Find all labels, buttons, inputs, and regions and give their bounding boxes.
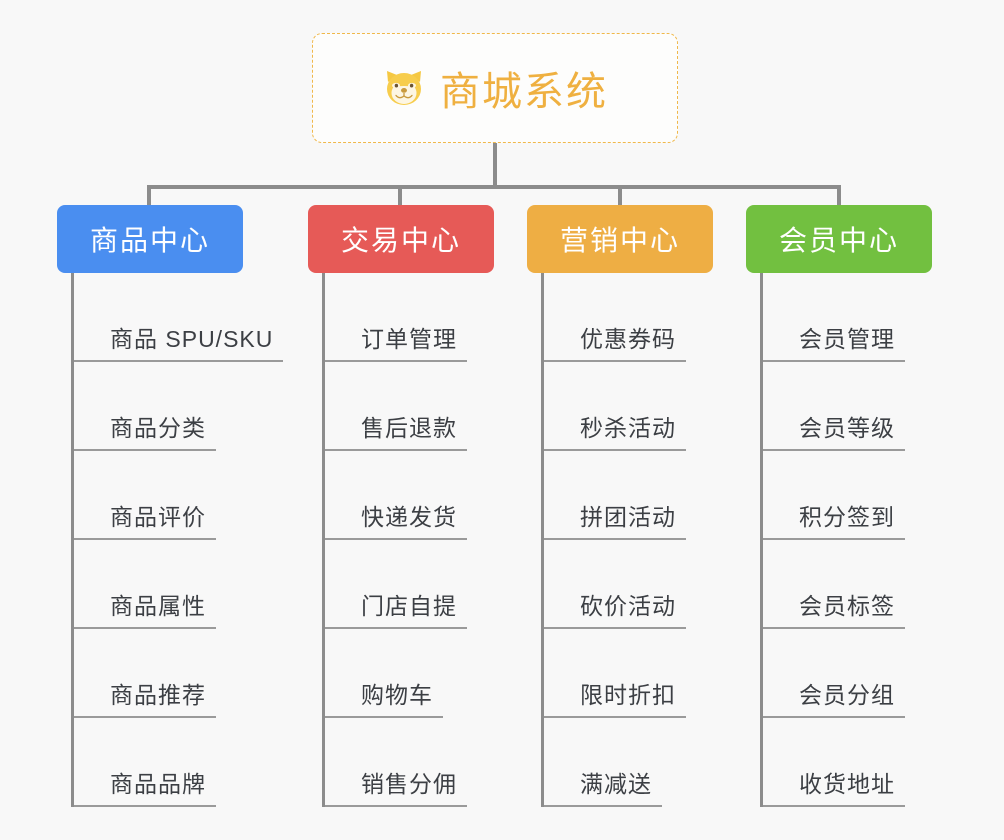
leaf-label: 优惠券码 — [544, 320, 686, 362]
leaf-label: 售后退款 — [325, 409, 467, 451]
list-item[interactable]: 会员标签 — [763, 540, 966, 629]
leaf-label: 商品推荐 — [74, 676, 216, 718]
leaf-label: 积分签到 — [763, 498, 905, 540]
leaf-label: 砍价活动 — [544, 587, 686, 629]
connector-drop-4 — [837, 185, 841, 207]
leaf-label: 快递发货 — [325, 498, 467, 540]
root-node[interactable]: 商城系统 — [312, 33, 678, 143]
list-item[interactable]: 会员管理 — [763, 273, 966, 362]
list-item[interactable]: 限时折扣 — [544, 629, 747, 718]
connector-drop-3 — [618, 185, 622, 207]
list-item[interactable]: 商品分类 — [74, 362, 307, 451]
list-item[interactable]: 售后退款 — [325, 362, 528, 451]
list-item[interactable]: 会员等级 — [763, 362, 966, 451]
leaf-label: 订单管理 — [325, 320, 467, 362]
leaf-label: 会员管理 — [763, 320, 905, 362]
branch-member-center: 会员中心 会员管理 会员等级 积分签到 会员标签 会员分组 收货地址 — [746, 205, 966, 807]
root-title: 商城系统 — [440, 70, 608, 114]
list-item[interactable]: 商品属性 — [74, 540, 307, 629]
leaf-label: 商品属性 — [74, 587, 216, 629]
list-item[interactable]: 销售分佣 — [325, 718, 528, 807]
leaf-label: 会员分组 — [763, 676, 905, 718]
branch-header-label: 交易中心 — [340, 225, 461, 256]
branch-product-center: 商品中心 商品 SPU/SKU 商品分类 商品评价 商品属性 商品推荐 商品品牌 — [57, 205, 307, 807]
list-item[interactable]: 拼团活动 — [544, 451, 747, 540]
leaf-list-product-center: 商品 SPU/SKU 商品分类 商品评价 商品属性 商品推荐 商品品牌 — [71, 273, 307, 807]
leaf-label: 商品 SPU/SKU — [74, 320, 284, 362]
list-item[interactable]: 订单管理 — [325, 273, 528, 362]
leaf-list-trade-center: 订单管理 售后退款 快递发货 门店自提 购物车 销售分佣 — [322, 273, 528, 807]
list-item[interactable]: 商品评价 — [74, 451, 307, 540]
leaf-list-marketing-center: 优惠券码 秒杀活动 拼团活动 砍价活动 限时折扣 满减送 — [541, 273, 747, 807]
list-item[interactable]: 购物车 — [325, 629, 528, 718]
branch-header-label: 营销中心 — [559, 225, 680, 256]
connector-horizontal-bus — [147, 185, 841, 189]
leaf-label: 销售分佣 — [325, 765, 467, 807]
leaf-label: 商品评价 — [74, 498, 216, 540]
branch-header-label: 商品中心 — [89, 225, 210, 256]
list-item[interactable]: 积分签到 — [763, 451, 966, 540]
leaf-label: 商品分类 — [74, 409, 216, 451]
branch-header-label: 会员中心 — [778, 225, 899, 256]
list-item[interactable]: 满减送 — [544, 718, 747, 807]
dog-face-icon — [382, 66, 426, 110]
leaf-label: 收货地址 — [763, 765, 905, 807]
connector-root-stem — [493, 143, 497, 187]
connector-drop-1 — [147, 185, 151, 207]
branch-header-product-center[interactable]: 商品中心 — [57, 205, 243, 273]
list-item[interactable]: 快递发货 — [325, 451, 528, 540]
list-item[interactable]: 收货地址 — [763, 718, 966, 807]
leaf-list-member-center: 会员管理 会员等级 积分签到 会员标签 会员分组 收货地址 — [760, 273, 966, 807]
leaf-label: 门店自提 — [325, 587, 467, 629]
connector-drop-2 — [398, 185, 402, 207]
list-item[interactable]: 商品 SPU/SKU — [74, 273, 307, 362]
list-item[interactable]: 商品推荐 — [74, 629, 307, 718]
leaf-label: 会员标签 — [763, 587, 905, 629]
branch-trade-center: 交易中心 订单管理 售后退款 快递发货 门店自提 购物车 销售分佣 — [308, 205, 528, 807]
leaf-label: 秒杀活动 — [544, 409, 686, 451]
list-item[interactable]: 秒杀活动 — [544, 362, 747, 451]
leaf-label: 购物车 — [325, 676, 443, 718]
leaf-label: 拼团活动 — [544, 498, 686, 540]
leaf-label: 满减送 — [544, 765, 662, 807]
branch-header-trade-center[interactable]: 交易中心 — [308, 205, 494, 273]
list-item[interactable]: 优惠券码 — [544, 273, 747, 362]
list-item[interactable]: 砍价活动 — [544, 540, 747, 629]
leaf-label: 限时折扣 — [544, 676, 686, 718]
branch-header-member-center[interactable]: 会员中心 — [746, 205, 932, 273]
list-item[interactable]: 会员分组 — [763, 629, 966, 718]
list-item[interactable]: 商品品牌 — [74, 718, 307, 807]
leaf-label: 会员等级 — [763, 409, 905, 451]
branch-marketing-center: 营销中心 优惠券码 秒杀活动 拼团活动 砍价活动 限时折扣 满减送 — [527, 205, 747, 807]
leaf-label: 商品品牌 — [74, 765, 216, 807]
list-item[interactable]: 门店自提 — [325, 540, 528, 629]
branch-header-marketing-center[interactable]: 营销中心 — [527, 205, 713, 273]
